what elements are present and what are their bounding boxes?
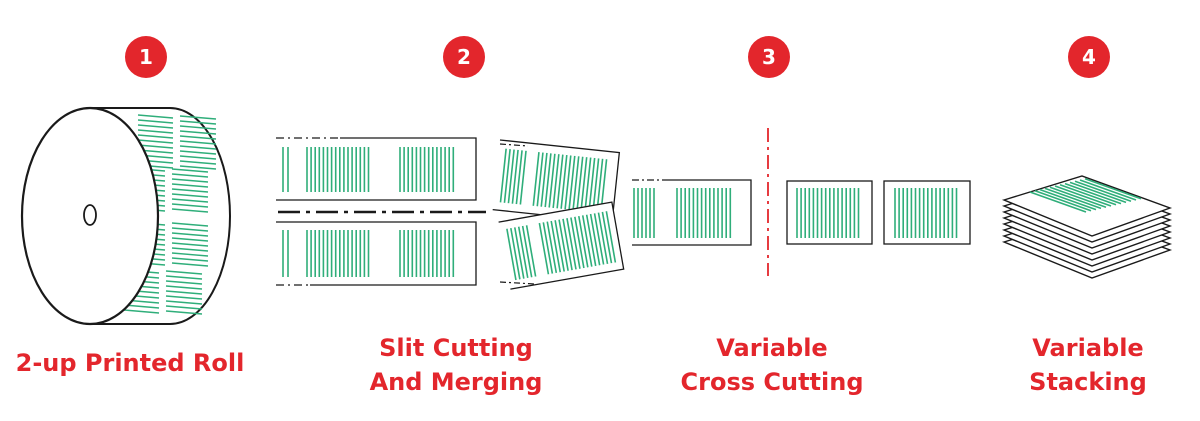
- step-1-label: 2-up Printed Roll: [15, 349, 245, 377]
- step-4-label: Variable Stacking: [1029, 334, 1147, 396]
- step-2-badge: 2: [443, 36, 485, 78]
- step-3-badge: 3: [748, 36, 790, 78]
- roll-core: [83, 204, 97, 226]
- stacked-sheets-illustration: [1001, 175, 1173, 279]
- cross-printed-labels: [633, 188, 958, 238]
- merging-upper-sheet: [492, 139, 621, 223]
- merging-lower-sheet: [498, 201, 625, 290]
- slit-cutting-illustration: [276, 137, 625, 290]
- printed-roll-illustration: [20, 106, 231, 326]
- upper-strip-outline: [276, 137, 477, 201]
- step-1-badge: 1: [125, 36, 167, 78]
- step-3-label: Variable Cross Cutting: [680, 334, 864, 396]
- step-4-badge: 4: [1068, 36, 1110, 78]
- web-segment: [632, 179, 752, 246]
- cross-cutting-illustration: [632, 128, 971, 276]
- strip-printed-labels: [282, 147, 455, 277]
- lower-strip-outline: [276, 221, 477, 286]
- step-2-label: Slit Cutting And Merging: [369, 334, 543, 396]
